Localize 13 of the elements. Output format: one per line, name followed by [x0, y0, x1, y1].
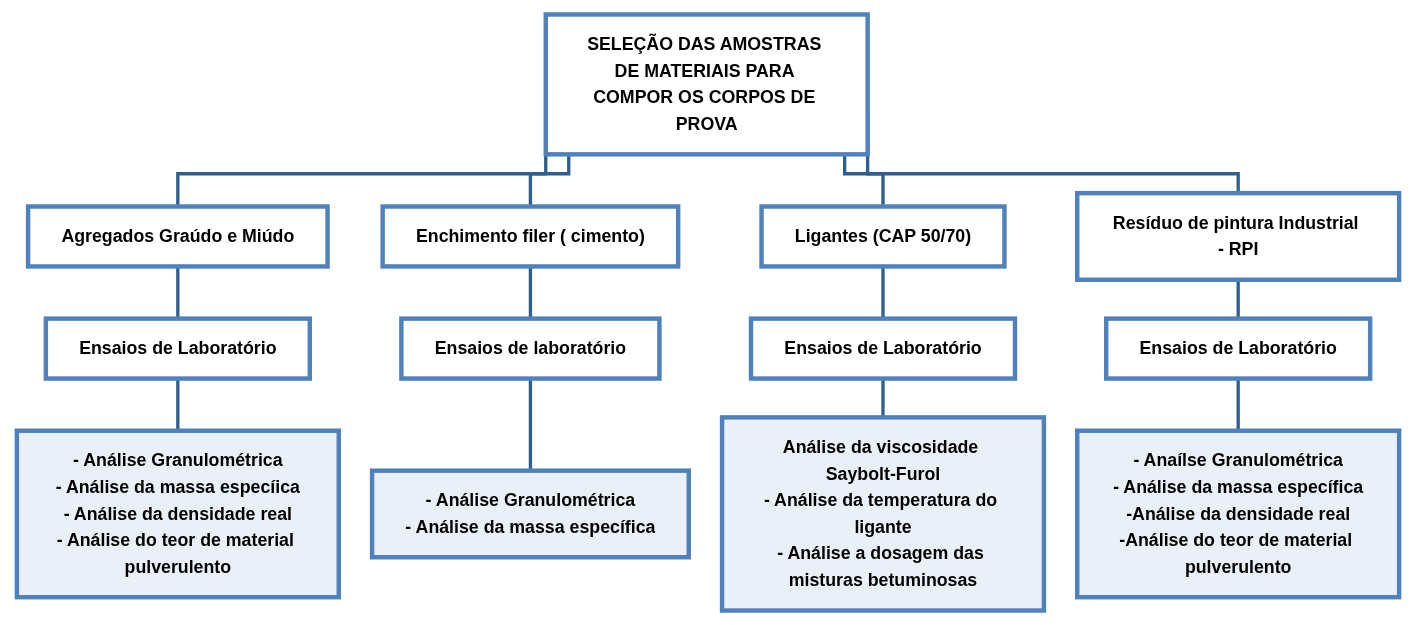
node-box: Ensaios de Laboratório: [43, 316, 312, 381]
node-box: SELEÇÃO DAS AMOSTRAS DE MATERIAIS PARA COMPOR OS CORPOS DE PROVA: [543, 12, 870, 157]
node-box: - Anaílse Granulométrica - Análise da massa específica -Análise da densidade real -Análise do teor de material pulverulento: [1074, 428, 1401, 600]
node-box: - Análise Granulométrica - Análise da massa específica: [369, 468, 691, 560]
node-box: Análise da viscosidade Saybolt-Furol - Análise da temperatura do ligante - Análise a dosagem das misturas betuminosas: [719, 415, 1046, 613]
node-box: Resíduo de pintura Industrial - RPI: [1074, 190, 1401, 282]
node-box: - Análise Granulométrica - Análise da massa especíica - Análise da densidade real - Análise do teor de material pulverulento: [14, 428, 341, 600]
node-box: Ligantes (CAP 50/70): [758, 204, 1007, 269]
node-box: Ensaios de Laboratório: [1103, 316, 1372, 381]
node-box: Ensaios de Laboratório: [748, 316, 1017, 381]
node-box: Agregados Graúdo e Miúdo: [25, 204, 330, 269]
node-box: Enchimento filer ( cimento): [379, 204, 680, 269]
node-box: Ensaios de laboratório: [398, 316, 662, 381]
